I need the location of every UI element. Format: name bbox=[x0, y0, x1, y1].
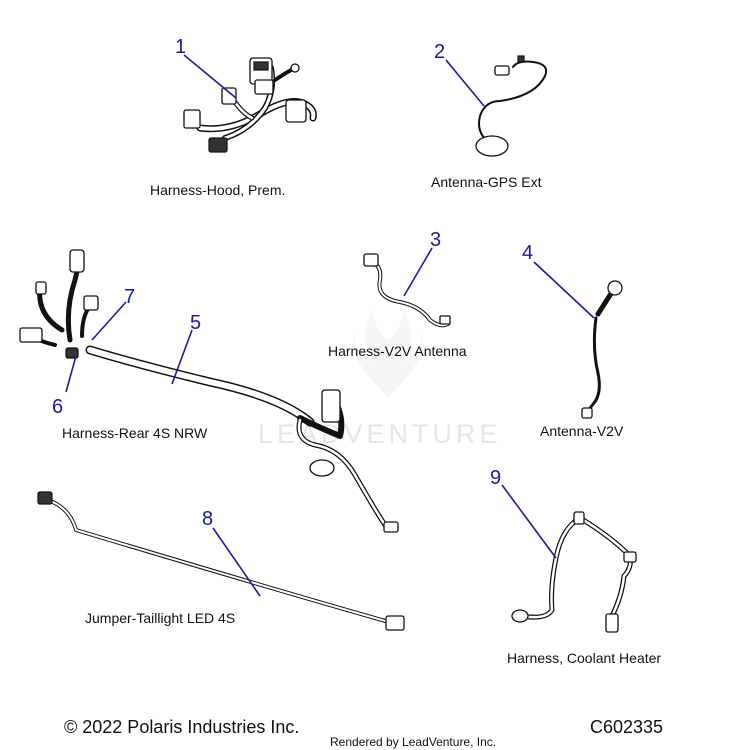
callout-6-number[interactable]: 6 bbox=[52, 396, 63, 418]
copyright-text: © 2022 Polaris Industries Inc. bbox=[64, 717, 299, 737]
part-5-label[interactable]: Harness-Rear 4S NRW bbox=[62, 425, 208, 441]
callout-8-leader bbox=[212, 527, 261, 597]
callout-6-leader bbox=[65, 355, 77, 393]
callout-5-number[interactable]: 5 bbox=[190, 312, 201, 334]
part-1-label[interactable]: Harness-Hood, Prem. bbox=[150, 182, 285, 198]
part-4-antenna-v2v-drawing[interactable] bbox=[581, 280, 623, 419]
callout-1-leader bbox=[183, 54, 237, 99]
part-9-label[interactable]: Harness, Coolant Heater bbox=[507, 650, 661, 666]
watermark-logo bbox=[353, 310, 423, 398]
part-2-antenna-gps-drawing[interactable] bbox=[475, 55, 548, 157]
callout-3-number[interactable]: 3 bbox=[430, 229, 441, 251]
callout-2-number[interactable]: 2 bbox=[434, 41, 445, 63]
callout-7-number[interactable]: 7 bbox=[124, 286, 135, 308]
part-8-jumper-taillight-drawing[interactable] bbox=[37, 491, 405, 631]
callout-5-leader bbox=[171, 329, 193, 385]
callout-2-leader bbox=[445, 59, 485, 107]
callout-7-leader bbox=[91, 301, 127, 341]
callout-4-leader bbox=[533, 261, 595, 319]
part-8-label[interactable]: Jumper-Taillight LED 4S bbox=[85, 610, 235, 626]
diagram-code: C602335 bbox=[590, 717, 663, 737]
part-3-label[interactable]: Harness-V2V Antenna bbox=[328, 343, 467, 359]
callout-9-number[interactable]: 9 bbox=[490, 467, 501, 489]
part-4-label[interactable]: Antenna-V2V bbox=[540, 423, 624, 439]
part-9-coolant-heater-drawing[interactable] bbox=[511, 511, 637, 633]
callout-1-number[interactable]: 1 bbox=[175, 36, 186, 58]
callout-9-leader bbox=[501, 484, 557, 559]
callout-8-number[interactable]: 8 bbox=[202, 508, 213, 530]
callout-3-leader bbox=[403, 247, 433, 297]
part-5-harness-rear-drawing[interactable] bbox=[19, 249, 399, 533]
part-2-label[interactable]: Antenna-GPS Ext bbox=[431, 174, 542, 190]
rendered-by-text: Rendered by LeadVenture, Inc. bbox=[330, 735, 496, 749]
watermark-text: LEADVENTURE bbox=[258, 419, 502, 449]
part-3-harness-v2v-antenna-drawing[interactable] bbox=[363, 253, 451, 328]
part-1-harness-hood-drawing[interactable] bbox=[183, 57, 317, 153]
callout-4-number[interactable]: 4 bbox=[522, 242, 533, 264]
